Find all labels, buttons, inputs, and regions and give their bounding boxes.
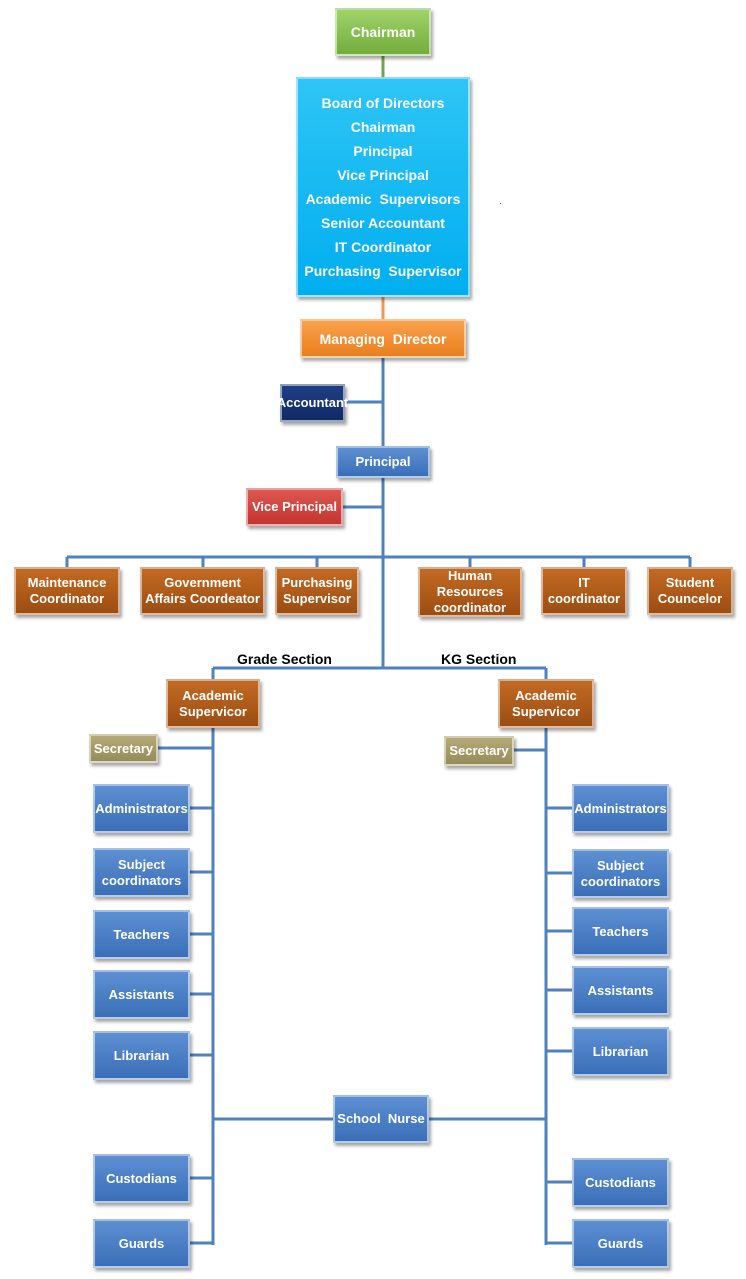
managing-director-label: Managing Director	[319, 330, 447, 347]
kg-secretary-box: Secretary	[444, 736, 514, 766]
kg-custodians-box: Custodians	[572, 1158, 669, 1207]
maintenance-coordinator-box: Maintenance Coordinator	[14, 567, 120, 615]
grade-guards-box: Guards	[93, 1219, 190, 1268]
grade-subject-label-2: coordinators	[101, 872, 182, 888]
kg-secretary-label: Secretary	[449, 743, 509, 758]
kg-guards-label: Guards	[597, 1235, 644, 1251]
maintenance-label-2: Coordinator	[29, 591, 105, 606]
kg-section-label: KG Section	[441, 651, 517, 667]
grade-subject-coordinators-box: Subject coordinators	[93, 848, 190, 897]
government-label-2: Affairs Coordeator	[145, 591, 260, 606]
kg-subject-coordinators-box: Subject coordinators	[572, 849, 669, 898]
it-coordinator-box: IT coordinator	[541, 567, 627, 615]
board-line: Principal	[353, 143, 413, 159]
board-line: Senior Accountant	[321, 215, 445, 231]
kg-librarian-box: Librarian	[572, 1027, 669, 1076]
hr-label-2: Resources	[436, 584, 504, 599]
principal-box: Principal	[336, 446, 430, 478]
kg-guards-box: Guards	[572, 1219, 669, 1268]
kg-assistants-box: Assistants	[572, 966, 669, 1015]
board-line: Chairman	[350, 119, 416, 135]
kg-subject-label-1: Subject	[597, 857, 644, 873]
grade-custodians-box: Custodians	[93, 1154, 190, 1203]
grade-custodians-label: Custodians	[106, 1170, 177, 1186]
grade-section-label: Grade Section	[237, 651, 332, 667]
board-box: Board of Directors Chairman Principal Vi…	[296, 77, 470, 297]
student-counselor-box: Student Councelor	[647, 567, 733, 615]
hr-label-3: coordinator	[433, 600, 507, 615]
grade-secretary-label: Secretary	[93, 740, 154, 756]
grade-teachers-box: Teachers	[93, 910, 190, 959]
board-line: Purchasing Supervisor	[304, 263, 462, 279]
chairman-label: Chairman	[350, 24, 416, 40]
school-nurse-box: School Nurse	[333, 1095, 429, 1143]
kg-supervisor-label-2: Supervicor	[512, 703, 580, 719]
maintenance-label-1: Maintenance	[27, 575, 107, 590]
kg-administrators-label: Administrators	[574, 800, 667, 816]
hr-label-1: Human	[447, 568, 493, 583]
kg-subject-label-2: coordinators	[580, 873, 661, 889]
board-line: Board of Directors	[321, 95, 445, 111]
accountant-box: Accountant	[277, 384, 348, 422]
principal-label: Principal	[355, 454, 411, 469]
grade-administrators-label: Administrators	[95, 800, 188, 816]
grade-secretary-box: Secretary	[89, 734, 158, 763]
hr-coordinator-box: Human Resources coordinator	[418, 567, 522, 617]
kg-teachers-label: Teachers	[592, 923, 649, 939]
grade-academic-supervisor-box: Academic Supervicor	[166, 679, 260, 728]
vice-principal-label: Vice Principal	[251, 499, 338, 514]
counselor-label-1: Student	[665, 575, 715, 590]
accountant-label: Accountant	[276, 395, 349, 410]
chairman-box: Chairman	[335, 8, 431, 56]
purchasing-supervisor-box: Purchasing Supervisor	[275, 567, 359, 615]
kg-teachers-box: Teachers	[572, 907, 669, 956]
board-line: Academic Supervisors	[305, 191, 461, 207]
grade-administrators-box: Administrators	[93, 784, 190, 833]
kg-academic-supervisor-box: Academic Supervicor	[498, 679, 594, 728]
grade-teachers-label: Teachers	[113, 926, 170, 942]
grade-assistants-label: Assistants	[108, 986, 175, 1002]
grade-guards-label: Guards	[118, 1235, 165, 1251]
kg-supervisor-label-1: Academic	[515, 687, 577, 703]
grade-subject-label-1: Subject	[118, 856, 165, 872]
grade-assistants-box: Assistants	[93, 970, 190, 1019]
it-label-2: coordinator	[547, 591, 621, 606]
purchasing-label-2: Supervisor	[283, 591, 351, 606]
stray-mark	[500, 203, 501, 204]
grade-supervisor-label-1: Academic	[182, 687, 244, 703]
kg-custodians-label: Custodians	[585, 1174, 656, 1190]
grade-librarian-box: Librarian	[93, 1031, 190, 1080]
kg-assistants-label: Assistants	[587, 982, 654, 998]
government-label-1: Government	[164, 575, 241, 590]
school-nurse-label: School Nurse	[337, 1111, 425, 1126]
board-line: IT Coordinator	[334, 239, 432, 255]
purchasing-label-1: Purchasing	[281, 575, 353, 590]
kg-librarian-label: Librarian	[592, 1043, 649, 1059]
counselor-label-2: Councelor	[657, 591, 723, 606]
grade-supervisor-label-2: Supervicor	[179, 703, 247, 719]
board-line: Vice Principal	[337, 167, 429, 183]
government-affairs-box: Government Affairs Coordeator	[140, 567, 265, 615]
managing-director-box: Managing Director	[300, 319, 466, 358]
kg-administrators-box: Administrators	[572, 784, 669, 833]
vice-principal-box: Vice Principal	[246, 488, 343, 526]
it-label-1: IT	[578, 575, 590, 590]
grade-librarian-label: Librarian	[113, 1047, 170, 1063]
